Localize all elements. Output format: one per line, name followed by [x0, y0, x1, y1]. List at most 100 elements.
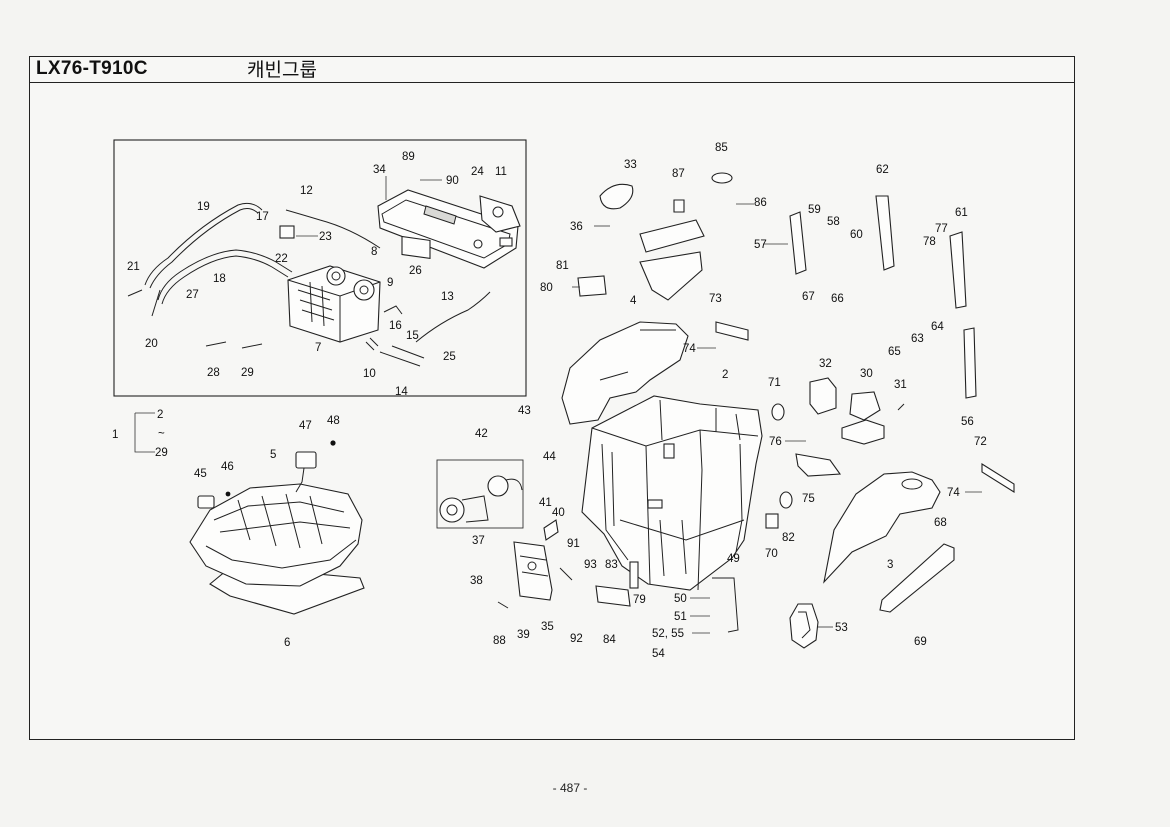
callout-8: 8 — [371, 246, 377, 258]
callout-17: 17 — [256, 211, 269, 223]
misc-parts-drawing — [577, 172, 905, 529]
group-name: 캐빈그룹 — [247, 59, 317, 81]
callout-76: 76 — [769, 436, 782, 448]
callout-46: 46 — [221, 461, 234, 473]
page-number: - 487 - — [552, 781, 588, 795]
callout-82: 82 — [782, 532, 795, 544]
callout-53: 53 — [835, 622, 848, 634]
callout-63: 63 — [911, 333, 924, 345]
callout-37: 37 — [472, 535, 485, 547]
callout-50: 50 — [674, 593, 687, 605]
callout-51: 51 — [674, 611, 687, 623]
header-divider — [29, 82, 1075, 83]
callout-10: 10 — [363, 368, 376, 380]
callout-59: 59 — [808, 204, 821, 216]
callout-86: 86 — [754, 197, 767, 209]
callout-11: 11 — [495, 166, 507, 178]
model-code: LX76-T910C — [36, 58, 148, 79]
callout-40: 40 — [552, 507, 565, 519]
callout-6: 6 — [284, 637, 290, 649]
callout-5: 5 — [270, 449, 276, 461]
callout-79: 79 — [633, 594, 646, 606]
callout-12: 12 — [300, 185, 313, 197]
callout-57: 57 — [754, 239, 767, 251]
callout-29-rod: 29 — [241, 367, 254, 379]
callout-13: 13 — [441, 291, 454, 303]
callout-34: 34 — [373, 164, 386, 176]
callout-2-cab: 2 — [722, 369, 728, 381]
callout-81: 81 — [556, 260, 569, 272]
callout-90: 90 — [446, 175, 459, 187]
callout-19: 19 — [197, 201, 210, 213]
callout-30: 30 — [860, 368, 873, 380]
callout-85: 85 — [715, 142, 728, 154]
callout-2: 2 — [157, 409, 163, 421]
callout-25: 25 — [443, 351, 456, 363]
callout-21: 21 — [127, 261, 140, 273]
callout-64: 64 — [931, 321, 944, 333]
callout-41: 41 — [539, 497, 552, 509]
leader-lines — [134, 176, 982, 634]
roof-drawing — [561, 321, 689, 425]
cab-frame-drawing — [581, 395, 763, 591]
callout-48: 48 — [327, 415, 340, 427]
callout-23: 23 — [319, 231, 332, 243]
callout-38: 38 — [470, 575, 483, 587]
trim-parts-drawing — [715, 195, 1015, 493]
callout-72: 72 — [974, 436, 987, 448]
callout-32: 32 — [819, 358, 832, 370]
callout-35: 35 — [541, 621, 554, 633]
callout-78: 78 — [923, 236, 936, 248]
callout-93: 93 — [584, 559, 597, 571]
callout-4: 4 — [630, 295, 637, 307]
lock-bracket-drawing — [497, 519, 739, 633]
callout-1: 1 — [112, 429, 118, 441]
callout-54: 54 — [652, 648, 665, 660]
callout-71: 71 — [768, 377, 781, 389]
callout-60: 60 — [850, 229, 863, 241]
callout-24: 24 — [471, 166, 484, 178]
callout-68: 68 — [934, 517, 947, 529]
callout-tilde: ~ — [158, 428, 165, 440]
callout-49: 49 — [727, 553, 740, 565]
callout-77: 77 — [935, 223, 948, 235]
callout-69: 69 — [914, 636, 927, 648]
callout-15: 15 — [406, 330, 419, 342]
callout-45: 45 — [194, 468, 207, 480]
callout-47: 47 — [299, 420, 312, 432]
callout-3: 3 — [887, 559, 893, 571]
callout-7: 7 — [315, 342, 321, 354]
callout-14: 14 — [395, 386, 408, 398]
callout-75: 75 — [802, 493, 815, 505]
callout-26: 26 — [409, 265, 422, 277]
hvac-unit-drawing — [127, 189, 521, 367]
callout-80: 80 — [540, 282, 553, 294]
callout-62: 62 — [876, 164, 889, 176]
callout-20: 20 — [145, 338, 158, 350]
callout-84: 84 — [603, 634, 616, 646]
callout-39: 39 — [517, 629, 530, 641]
callout-31: 31 — [894, 379, 907, 391]
callout-61: 61 — [955, 207, 968, 219]
callout-28: 28 — [207, 367, 220, 379]
seat-drawing — [189, 440, 365, 615]
callout-18: 18 — [213, 273, 226, 285]
callout-91: 91 — [567, 538, 580, 550]
callout-89: 89 — [402, 151, 415, 163]
callout-29: 29 — [155, 447, 168, 459]
callout-44: 44 — [543, 451, 556, 463]
page-frame — [29, 56, 1075, 740]
callout-67: 67 — [802, 291, 815, 303]
callout-52-55: 52, 55 — [652, 628, 684, 640]
callout-22: 22 — [275, 253, 288, 265]
callout-33: 33 — [624, 159, 637, 171]
callout-74-upper: 74 — [683, 343, 696, 355]
callout-87: 87 — [672, 168, 685, 180]
lamp-inset-box — [436, 459, 524, 529]
callout-56: 56 — [961, 416, 974, 428]
door-handle-drawing — [789, 603, 819, 649]
callout-65: 65 — [888, 346, 901, 358]
callout-74-lower: 74 — [947, 487, 960, 499]
callout-58: 58 — [827, 216, 840, 228]
